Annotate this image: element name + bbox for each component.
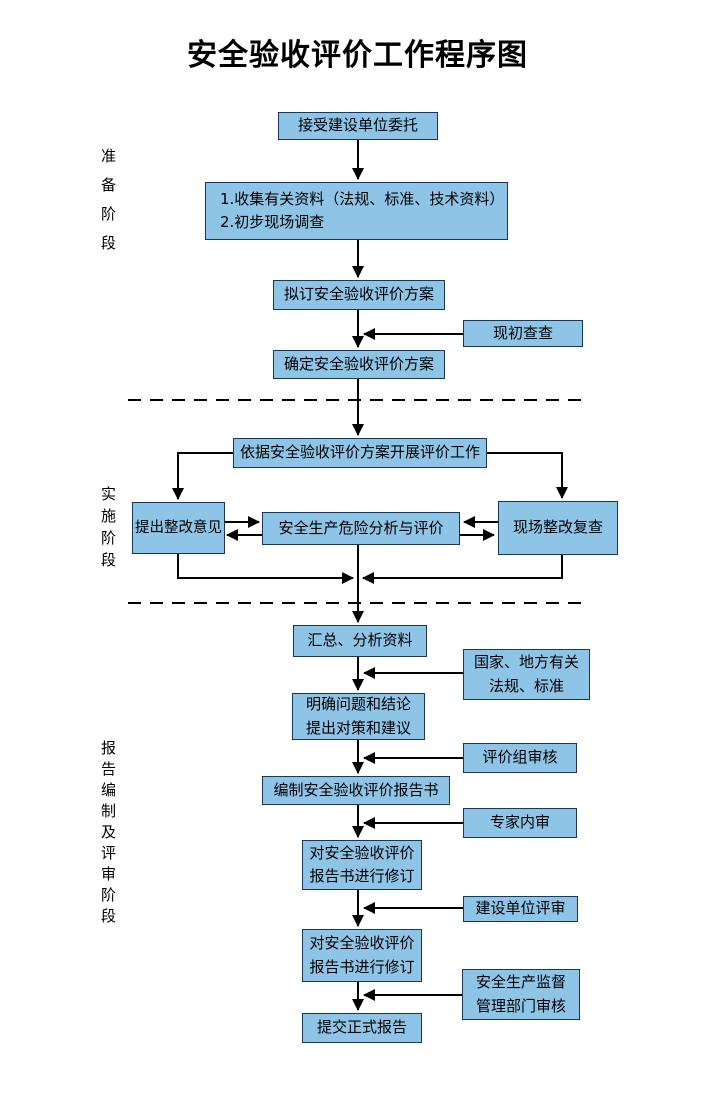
arrow-carryout-to-recheck: [487, 452, 568, 499]
node-national-laws: 国家、地方有关 法规、标准: [463, 649, 590, 700]
page-title: 安全验收评价工作程序图: [187, 38, 528, 73]
node-client-review: 建设单位评审: [463, 896, 578, 922]
node-initial-check: 现初查查: [463, 320, 583, 347]
node-hazard-analysis: 安全生产危险分析与评价: [262, 512, 460, 545]
node-compile-report: 编制安全验收评价报告书: [262, 776, 450, 805]
phase-label-preparation: 准备阶段: [99, 148, 117, 264]
node-review-group-audit: 评价组审核: [463, 743, 577, 773]
arrow-suggest-merge: [177, 554, 354, 584]
phase-label-report-review: 报告编制及评审阶段: [99, 740, 117, 929]
node-site-recheck: 现场整改复查: [498, 501, 618, 555]
node-clarify-conclusions: 明确问题和结论 提出对策和建议: [292, 693, 425, 740]
phase-label-implementation: 实施阶段: [99, 486, 117, 574]
arrow-recheck-merge: [362, 555, 563, 584]
node-draft-plan: 拟订安全验收评价方案: [273, 280, 445, 310]
node-supervision-audit: 安全生产监督 管理部门审核: [462, 969, 580, 1020]
node-expert-internal-review: 专家内审: [463, 808, 577, 838]
node-revise-report-1: 对安全验收评价 报告书进行修订: [302, 840, 422, 890]
node-confirm-plan: 确定安全验收评价方案: [273, 350, 445, 379]
node-carry-out-evaluation: 依据安全验收评价方案开展评价工作: [233, 438, 487, 468]
node-revise-report-2: 对安全验收评价 报告书进行修订: [302, 929, 422, 982]
node-collect-data: 1.收集有关资料（法规、标准、技术资料） 2.初步现场调查: [205, 182, 508, 240]
node-submit-final-report: 提交正式报告: [302, 1013, 422, 1043]
node-accept-commission: 接受建设单位委托: [278, 112, 438, 140]
node-summarize-data: 汇总、分析资料: [293, 625, 427, 657]
node-suggest-rectification: 提出整改意见: [132, 502, 225, 554]
arrow-carryout-to-suggest: [172, 452, 233, 500]
